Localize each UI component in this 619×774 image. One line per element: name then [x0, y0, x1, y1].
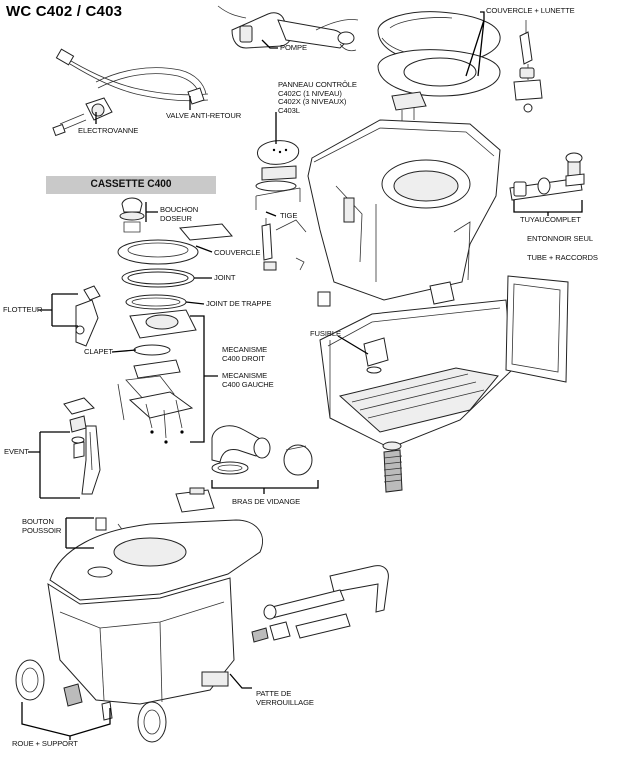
- label-bras-de-vidange: BRAS DE VIDANGE: [232, 497, 301, 506]
- event-drawing: [63, 397, 101, 495]
- label-joint-de-trappe: JOINT DE TRAPPE: [206, 299, 272, 308]
- label-panneau-controle: PANNEAU CONTRÔLE C402C (1 NIVEAU) C402X …: [278, 80, 357, 115]
- control-panel-drawing: [255, 140, 301, 210]
- drain-arm-drawing: [211, 425, 313, 476]
- label-electrovanne: ELECTROVANNE: [78, 126, 139, 135]
- label-mecanisme-droit: MECANISME C400 DROIT: [222, 345, 268, 363]
- tank-frame-drawing: [317, 275, 569, 493]
- flotteur-drawing: [75, 285, 101, 347]
- label-patte-de-verrouillage: PATTE DE VERROUILLAGE: [256, 689, 314, 707]
- wheel-and-support-drawing: [15, 659, 167, 743]
- label-bouton-poussoir: BOUTON POUSSOIR: [22, 517, 62, 535]
- connector-parts-drawing: [513, 20, 543, 113]
- mechanism-drawing: [117, 359, 194, 444]
- wc-body-drawing: [307, 119, 501, 301]
- label-event: EVENT: [4, 447, 29, 456]
- label-clapet: CLAPET: [84, 347, 113, 356]
- label-couvercle: COUVERCLE: [214, 248, 261, 257]
- tube-funnel-drawing: [509, 152, 585, 201]
- label-tube-raccords: TUBE + RACCORDS: [527, 253, 598, 262]
- cassette-body-drawing: [47, 519, 263, 705]
- cassette-handle-drawing: [251, 565, 389, 643]
- label-pompe: POMPE: [280, 43, 307, 52]
- bouton-poussoir-parts-drawing: [95, 487, 215, 533]
- callout-lines: [21, 11, 583, 740]
- tige-drawing: [261, 218, 307, 271]
- label-mecanisme-gauche: MECANISME C400 GAUCHE: [222, 371, 274, 389]
- seat-and-lid-drawing: [377, 11, 501, 122]
- cassette-top-parts-drawing: [117, 197, 233, 356]
- label-flotteur: FLOTTEUR: [3, 305, 43, 314]
- cassette-section-title: CASSETTE C400: [90, 178, 172, 190]
- label-fusible: FUSIBLE: [310, 329, 341, 338]
- label-bouchon-doseur: BOUCHON DOSEUR: [160, 205, 199, 223]
- page-title: WC C402 / C403: [6, 3, 123, 20]
- label-entonnoir-seul: ENTONNOIR SEUL: [527, 234, 593, 243]
- cassette-section-banner: CASSETTE C400: [46, 176, 216, 194]
- label-valve-anti-retour: VALVE ANTI-RETOUR: [166, 111, 242, 120]
- hose-and-valve-drawing: [52, 48, 209, 137]
- label-couvercle-lunette: COUVERCLE + LUNETTE: [486, 6, 575, 15]
- label-tuyau-complet: TUYAUCOMPLET: [520, 215, 581, 224]
- pump-drawing: [217, 5, 359, 52]
- label-joint: JOINT: [214, 273, 236, 282]
- label-roue-support: ROUE + SUPPORT: [12, 739, 78, 748]
- label-tige: TIGE: [280, 211, 298, 220]
